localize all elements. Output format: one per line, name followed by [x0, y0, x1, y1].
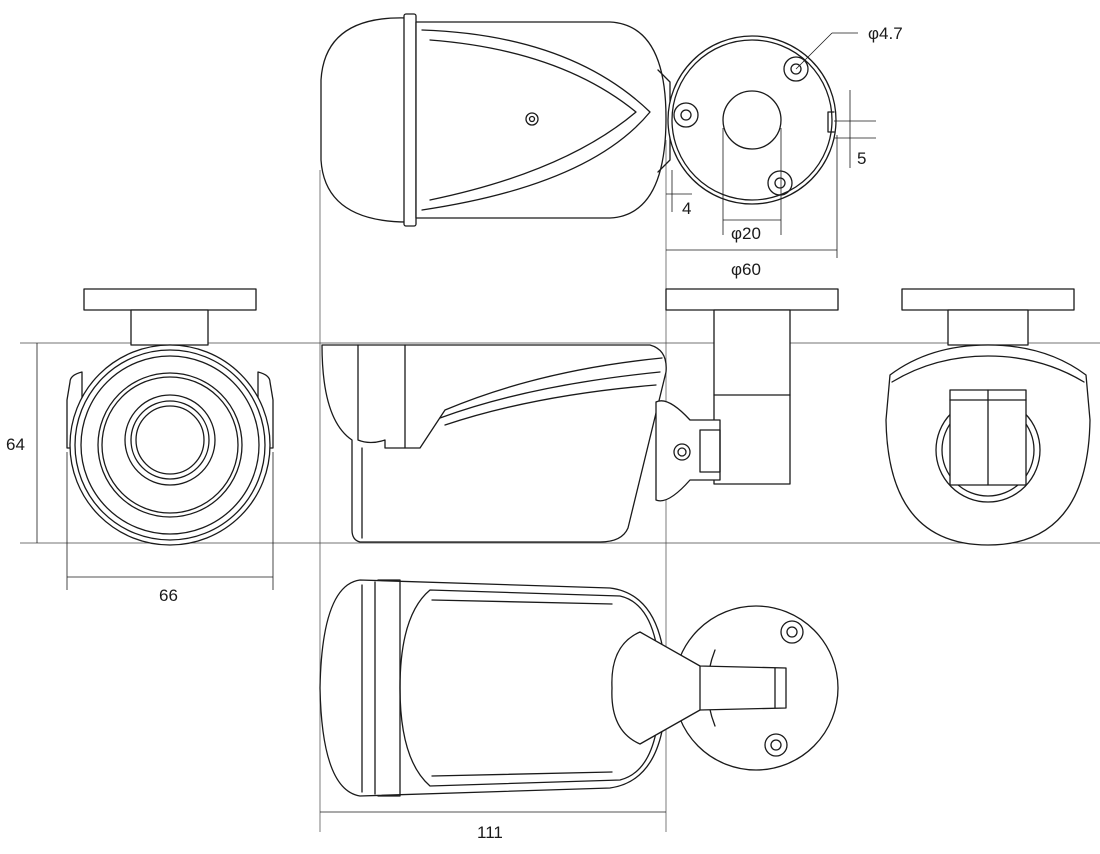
height-label: 64 [6, 435, 25, 454]
rear-view [885, 288, 1091, 546]
cable-hole-diameter-label: φ20 [731, 224, 761, 243]
offset-label: 4 [682, 199, 691, 218]
slot-height-label: 5 [857, 149, 866, 168]
side-view [321, 288, 839, 543]
width-label: 66 [159, 586, 178, 605]
bottom-view [319, 579, 839, 797]
base-plate-dimensions: φ4.7 5 4 φ20 φ60 [666, 24, 903, 279]
front-view [66, 288, 274, 546]
hole-diameter-label: φ4.7 [868, 24, 903, 43]
base-diameter-label: φ60 [731, 260, 761, 279]
top-view [320, 13, 671, 227]
length-label: 111 [477, 823, 503, 842]
front-view-dimensions: 64 66 [6, 343, 274, 605]
length-dimension: 111 [320, 811, 666, 842]
base-plate-view [667, 35, 837, 205]
